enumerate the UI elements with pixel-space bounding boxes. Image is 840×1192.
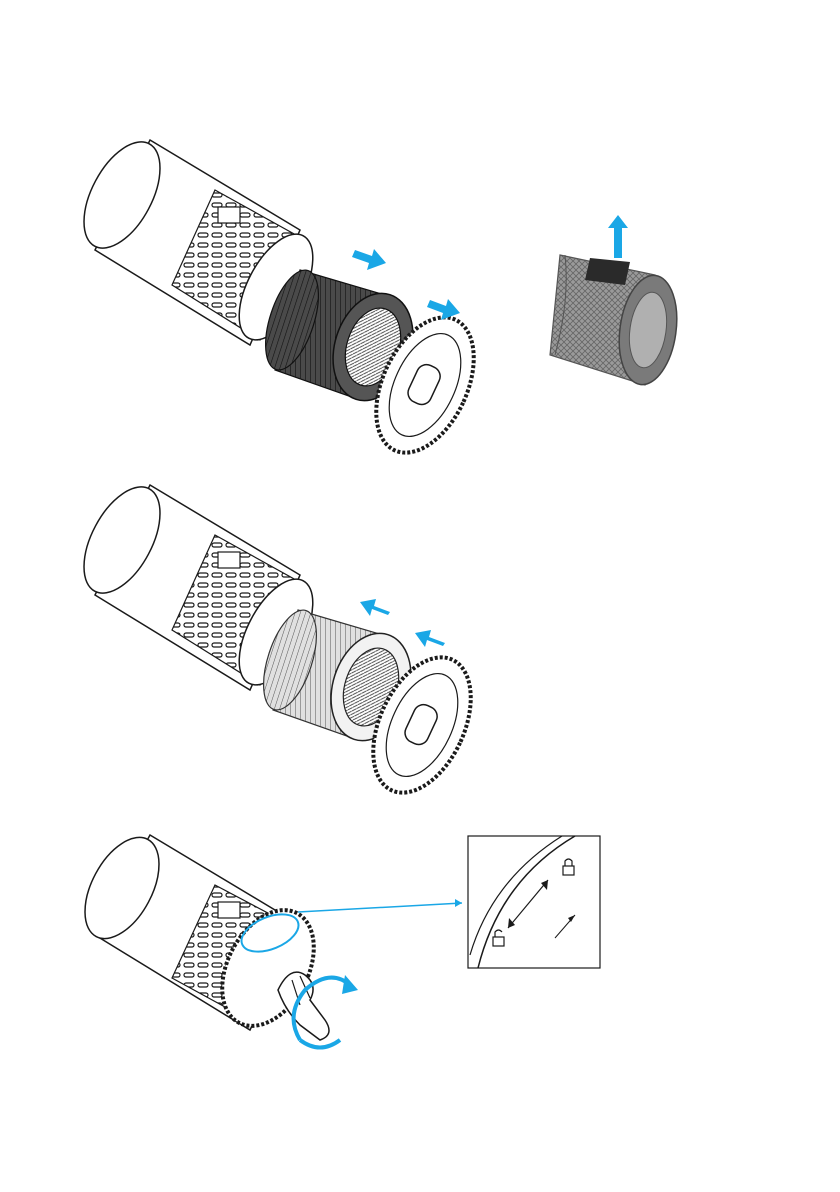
arrow-remove-cover — [427, 299, 460, 320]
arrow-insert-cover — [415, 630, 445, 647]
arrow-remove-filter — [352, 249, 386, 270]
step-3-lock-cover — [70, 825, 600, 1047]
step-1-remove-filter — [68, 130, 683, 468]
callout-line — [298, 903, 462, 912]
control-panel — [218, 207, 240, 223]
arrow-insert-filter — [360, 599, 390, 616]
control-panel-2 — [218, 552, 240, 568]
control-panel-3 — [218, 902, 240, 918]
step-2-insert-filter — [68, 475, 490, 808]
hand-icon — [278, 972, 329, 1040]
detail-inset — [468, 836, 600, 968]
filter-sleeve-removal — [550, 215, 683, 388]
arrow-up-sleeve — [608, 215, 628, 258]
